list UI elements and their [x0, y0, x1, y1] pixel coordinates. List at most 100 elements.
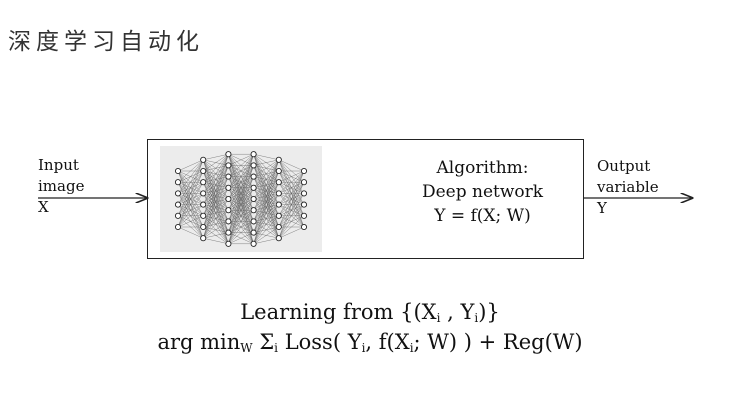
network-node [174, 179, 182, 186]
network-node [174, 223, 182, 231]
network-node [200, 235, 207, 242]
network-node [225, 218, 232, 225]
learning-formula: Learning from {(Xi , Yi)} [0, 298, 740, 327]
subscript-w: W [240, 341, 253, 355]
network-node [174, 201, 182, 208]
network-node [225, 195, 232, 203]
network-edge [228, 154, 254, 188]
network-node [225, 151, 232, 158]
network-node [250, 207, 257, 214]
output-label-line1: Output [597, 157, 651, 175]
network-node [275, 190, 282, 197]
network-node [250, 184, 257, 191]
network-node [200, 156, 207, 163]
loss-comma-f: , f(X [365, 330, 410, 354]
network-node [200, 190, 207, 197]
sigma-symbol: Σ [252, 330, 275, 354]
network-edge [177, 159, 204, 228]
network-edge [203, 154, 229, 160]
network-edge [228, 221, 254, 244]
network-node [250, 173, 257, 180]
network-edge [278, 170, 305, 228]
argmin-text: arg min [157, 330, 241, 354]
network-edge [253, 159, 279, 166]
network-node [225, 240, 232, 247]
network-node [174, 190, 182, 197]
network-edge [203, 232, 229, 239]
network-edge [253, 159, 279, 211]
network-edge [203, 154, 229, 194]
network-node [174, 167, 182, 175]
network-edge [177, 226, 204, 239]
network-edge [278, 226, 305, 239]
network-node [225, 207, 232, 214]
network-edge [228, 232, 254, 244]
network-edge [278, 170, 305, 205]
network-edge [203, 154, 229, 172]
network-edge [253, 226, 279, 244]
network-edge [228, 187, 254, 244]
network-node [300, 190, 308, 197]
algorithm-description: Algorithm: Deep network Y = f(X; W) [395, 156, 570, 228]
network-edge [228, 154, 254, 222]
network-edge [177, 182, 204, 228]
network-edge [177, 159, 204, 216]
network-node [250, 162, 257, 169]
network-edge [278, 170, 305, 239]
network-edge [278, 204, 305, 239]
network-edge [177, 159, 204, 172]
output-label-line2: variable [597, 178, 659, 196]
network-edge [203, 165, 229, 239]
network-node [174, 212, 182, 219]
network-edge [253, 159, 279, 177]
network-edge [228, 176, 254, 244]
network-node [250, 195, 257, 203]
network-edge [203, 154, 229, 228]
network-edge [278, 193, 305, 239]
network-node [275, 223, 282, 231]
network-edge [203, 187, 229, 239]
network-edge [253, 170, 279, 244]
network-edge [228, 210, 254, 244]
network-edge [177, 170, 204, 228]
network-node [250, 151, 257, 158]
network-edge [203, 198, 229, 239]
output-label-line3: Y [597, 199, 607, 217]
network-edge [228, 154, 254, 166]
loss-tail: ; W) ) + Reg(W) [413, 330, 583, 354]
loss-text: Loss( Y [278, 330, 362, 354]
subscript-i: i [274, 341, 279, 355]
page-title: 深度学习自动化 [8, 29, 204, 55]
network-edge [278, 159, 305, 172]
network-edge [228, 154, 254, 233]
neural-network-graph [174, 151, 308, 247]
network-node [275, 235, 282, 242]
network-edge [203, 238, 229, 244]
learning-comma-y: , Y [440, 300, 475, 324]
network-node [225, 162, 232, 169]
network-node [200, 223, 207, 231]
network-edge [278, 215, 305, 239]
network-node [300, 201, 308, 208]
network-edge [203, 210, 229, 239]
network-edge [203, 221, 229, 239]
input-label: Input image X [38, 155, 84, 218]
network-edge [253, 159, 279, 222]
network-edge [253, 215, 279, 244]
network-edge [253, 159, 279, 233]
learning-text: Learning from {(X [240, 300, 437, 324]
process-box [147, 139, 584, 259]
algorithm-heading: Algorithm: [436, 158, 529, 178]
network-edge [203, 154, 229, 216]
network-node [225, 184, 232, 191]
network-edge [177, 204, 204, 228]
network-edge [278, 170, 305, 216]
network-edge [203, 154, 229, 183]
network-node [200, 212, 207, 219]
network-node [225, 173, 232, 180]
network-node [275, 167, 282, 175]
network-node [275, 212, 282, 219]
input-label-line1: Input [38, 156, 79, 174]
network-edge [203, 154, 229, 239]
